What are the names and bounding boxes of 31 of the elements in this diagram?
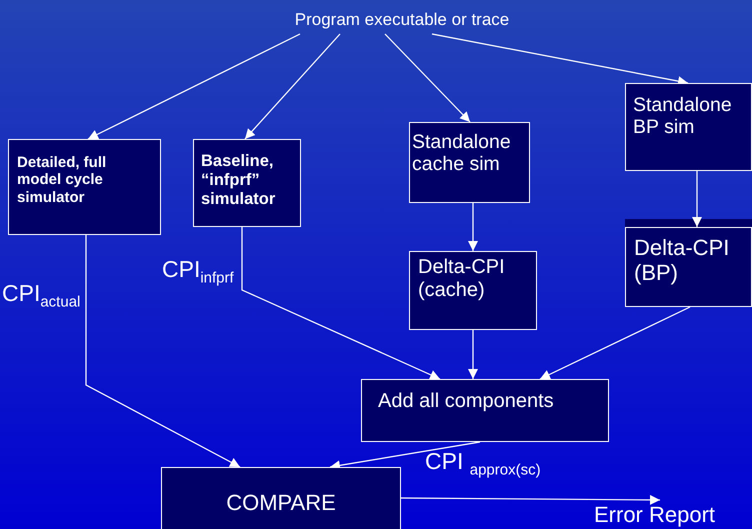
process-box	[193, 139, 301, 227]
arrow	[468, 203, 478, 251]
arrow	[85, 235, 240, 468]
process-box	[409, 251, 537, 330]
process-box	[625, 227, 752, 307]
box-label: Add all components	[378, 390, 555, 413]
arrow	[244, 34, 340, 140]
arrow	[401, 494, 660, 505]
box-label: Standalone BP sim	[633, 94, 733, 139]
box-label: Detailed, full model cycle simulator	[17, 154, 108, 206]
arrow	[540, 306, 690, 380]
box-label: Delta-CPI (cache)	[418, 256, 506, 302]
process-box	[409, 122, 530, 203]
edge-label: CPI$_{actual}$	[2, 280, 80, 310]
box-label: Baseline, “infprf” simulator	[201, 152, 276, 209]
box-label: Standalone cache sim	[412, 131, 512, 176]
arrow	[384, 34, 470, 122]
edge-label: CPI $_{approx(sc)}$	[425, 448, 541, 478]
flow-label: Error Report	[594, 502, 716, 528]
process-box	[161, 467, 401, 529]
arrow	[468, 330, 478, 379]
arrow	[241, 227, 440, 380]
arrow	[88, 33, 300, 140]
edge-label: CPI$_{infprf}$	[162, 256, 234, 286]
arrow	[692, 171, 702, 227]
process-box	[625, 83, 752, 171]
box-label: Delta-CPI (BP)	[634, 235, 730, 286]
box-label: COMPARE	[225, 490, 337, 516]
process-box	[361, 379, 609, 442]
process-box	[8, 139, 161, 235]
flow-label: Program executable or trace	[294, 10, 510, 30]
